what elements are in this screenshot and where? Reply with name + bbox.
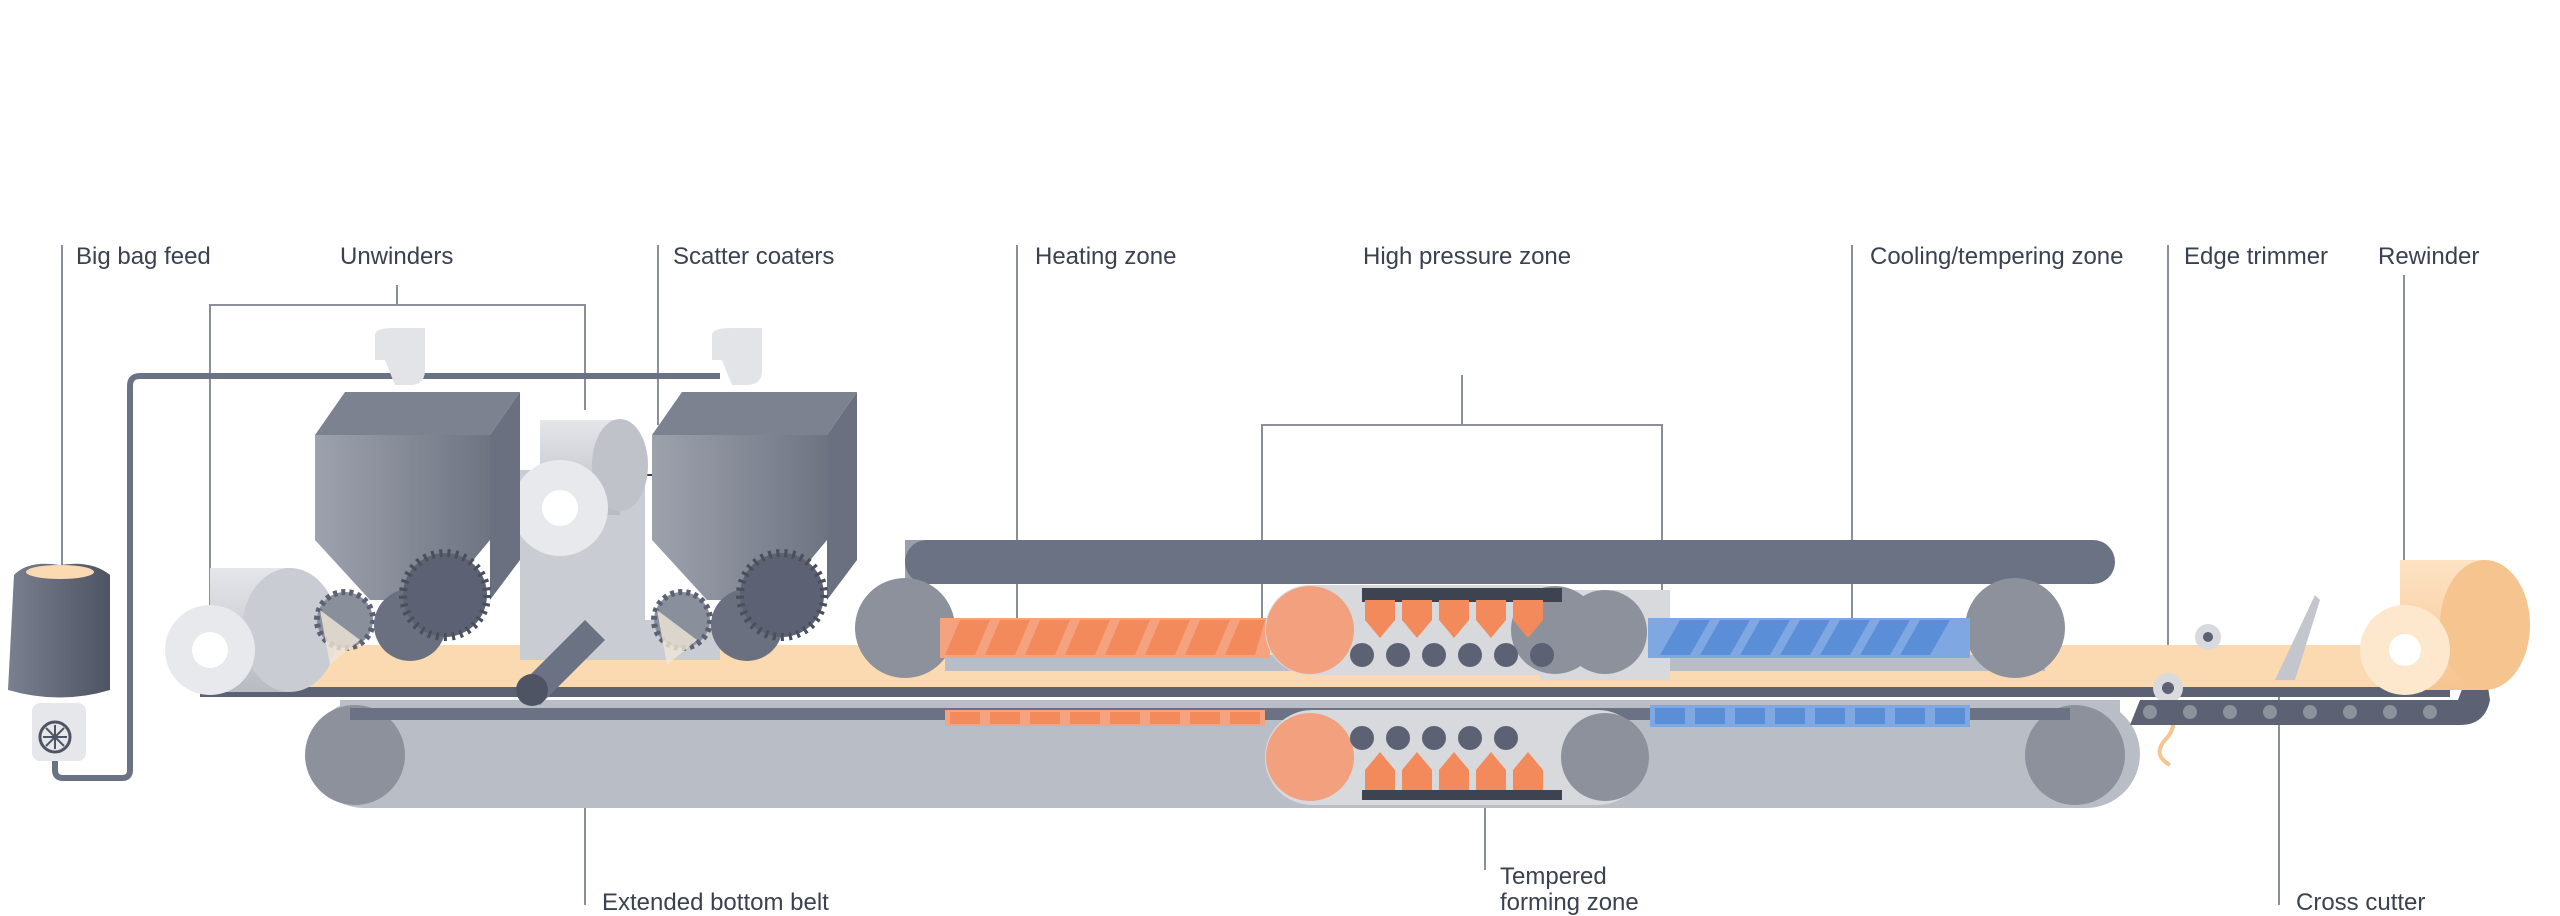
scatter-coater-1 [314,328,520,665]
cooling-zone [1648,618,1970,727]
rewinder [2360,560,2530,695]
label-scatter-coaters: Scatter coaters [673,243,835,270]
label-heating-zone: Heating zone [1035,243,1177,270]
scatter-coater-2 [651,328,857,665]
cross-cutter [2275,595,2320,680]
label-extended-bottom-belt: Extended bottom belt [602,889,829,916]
label-rewinder: Rewinder [2378,243,2480,270]
feed-pipe [52,373,720,781]
label-cooling-tempering-zone: Cooling/tempering zone [1870,243,2124,270]
unwinder-roll-1 [165,568,338,695]
label-big-bag-feed: Big bag feed [76,243,211,270]
label-unwinders: Unwinders [340,243,454,270]
output-conveyor [2130,668,2490,725]
label-tempered-forming-zone: Tempered forming zone [1500,863,1639,916]
big-bag [8,563,110,761]
label-high-pressure-zone: High pressure zone [1363,243,1572,270]
label-edge-trimmer: Edge trimmer [2184,243,2329,270]
heating-zone [940,618,1270,726]
label-cross-cutter: Cross cutter [2296,889,2426,916]
tempered-forming-zone [1265,710,1649,805]
high-pressure-zone-top [1265,585,1599,675]
